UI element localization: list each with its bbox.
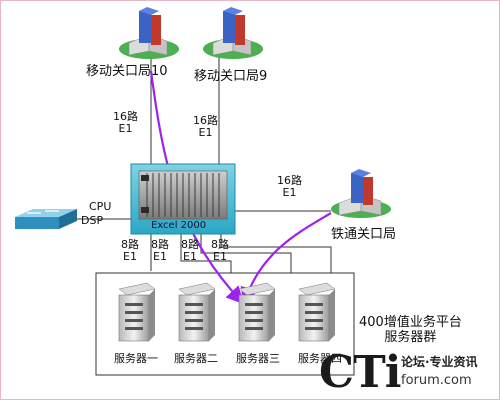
link-label-server-1: 8路 E1 (121, 238, 139, 263)
label-platform-server-group: 400增值业务平台 服务器群 (359, 315, 462, 345)
line-to-server-2 (180, 233, 232, 273)
line-to-server-3 (200, 233, 292, 273)
link-label-server-2: 8路 E1 (151, 238, 169, 263)
logo-domain: forum.com (401, 373, 472, 388)
node-label-railcom-gateway: 铁通关口局 (331, 227, 397, 242)
server-label-1: 服务器一 (114, 352, 158, 365)
switch-label: Excel 2000 (151, 220, 207, 231)
server-label-4: 服务器四 (298, 352, 342, 365)
link-label-server-4: 8路 E1 (211, 238, 229, 263)
label-cpu: CPU (89, 200, 112, 213)
dsp-switch-icon (15, 209, 77, 229)
server-3-icon (238, 282, 276, 342)
building-railcom-icon (331, 169, 391, 218)
building-gateway10-icon (119, 7, 179, 59)
node-label-gateway10: 移动关口局10 (86, 64, 168, 79)
logo-tagline: 论坛·专业资讯 (401, 355, 478, 369)
server-label-3: 服务器三 (236, 352, 280, 365)
server-1-icon (118, 282, 156, 342)
line-to-server-4 (220, 233, 332, 273)
cti-forum-logo: CTi 论坛·专业资讯 forum.com (319, 351, 499, 397)
excel-switch-icon (130, 163, 236, 235)
link-label-gateway10: 16路 E1 (113, 110, 138, 135)
flow-arrow-from-railcom (240, 212, 332, 306)
link-label-railcom: 16路 E1 (277, 174, 302, 199)
link-label-gateway9: 16路 E1 (193, 114, 218, 139)
server-label-2: 服务器二 (174, 352, 218, 365)
server-2-icon (178, 282, 216, 342)
building-gateway9-icon (203, 7, 263, 59)
node-label-gateway9: 移动关口局9 (194, 69, 268, 84)
server-group-box (95, 272, 355, 376)
server-4-icon (298, 282, 336, 342)
logo-text: CTi (319, 347, 401, 398)
label-dsp: DSP (81, 214, 104, 227)
link-label-server-3: 8路 E1 (181, 238, 199, 263)
link-lines (66, 56, 332, 273)
